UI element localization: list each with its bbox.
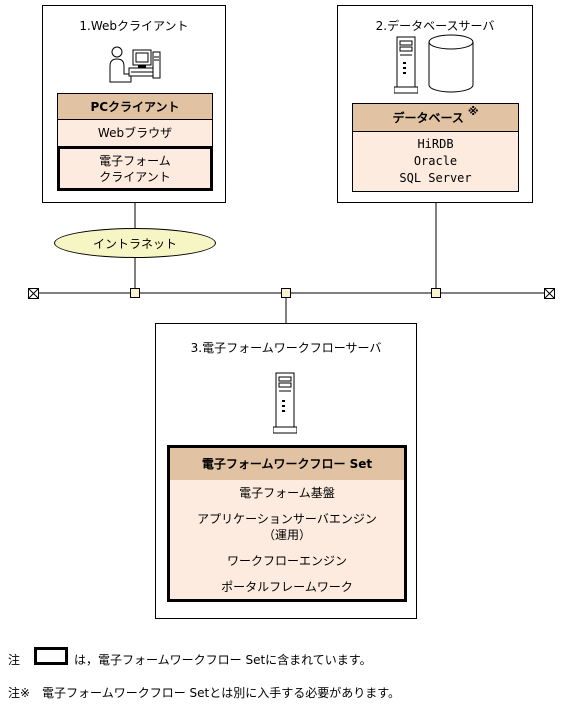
pc-client-header: PCクライアント [57, 93, 213, 120]
web-browser-cell: Webブラウザ [57, 119, 213, 147]
portal-framework-cell: ポータルフレームワーク [170, 574, 404, 599]
wf-server-box: 3.電子フォームワークフローサーバ 電子フォームワークフロー Set 電子フォー… [155, 323, 417, 619]
intranet-ellipse: イントラネット [54, 228, 216, 258]
app-server-engine-cell: アプリケーションサーバエンジン （運用） [170, 506, 404, 549]
eform-platform-cell: 電子フォーム基盤 [170, 480, 404, 507]
product-oracle: Oracle [413, 154, 458, 168]
database-products-cell: HiRDB Oracle SQL Server [352, 131, 519, 192]
intranet-label: イントラネット [92, 236, 177, 251]
note-1-text: は，電子フォームワークフロー Setに含まれています。 [74, 653, 372, 667]
footnote-mark: ※ [467, 104, 479, 118]
note-2-text: 注※ 電子フォームワークフロー Setとは別に入手する必要があります。 [8, 686, 401, 700]
web-client-box: 1.Webクライアント PCクライアント Webブラウザ 電子フォーム クライア… [42, 5, 226, 203]
workflow-engine-cell: ワークフローエンジン [170, 548, 404, 575]
network-node-db [431, 288, 441, 298]
server-icon [394, 36, 418, 94]
product-hirdb: HiRDB [417, 137, 454, 151]
line-terminator-left [28, 288, 39, 299]
wf-set-frame [167, 445, 407, 602]
db-server-title: 2.データベースサーバ [375, 19, 495, 33]
network-node-wfserver [281, 288, 291, 298]
pc-user-icon [109, 46, 161, 83]
server-icon [273, 372, 297, 434]
database-header: データベース※ [352, 103, 519, 132]
database-cylinder-icon [428, 34, 474, 93]
line-terminator-right [544, 288, 555, 299]
web-client-title: 1.Webクライアント [79, 19, 189, 33]
network-node-client [130, 288, 140, 298]
wf-set-header: 電子フォームワークフロー Set [170, 448, 404, 481]
legend-thick-box [34, 647, 68, 665]
eform-client-cell: 電子フォーム クライアント [57, 146, 213, 191]
wf-server-title: 3.電子フォームワークフローサーバ [190, 341, 382, 355]
db-server-box: 2.データベースサーバ データベース※ HiRDB Oracle SQL Ser… [337, 5, 533, 203]
note-1-prefix: 注 [8, 653, 21, 667]
product-sqlserver: SQL Server [399, 171, 472, 185]
